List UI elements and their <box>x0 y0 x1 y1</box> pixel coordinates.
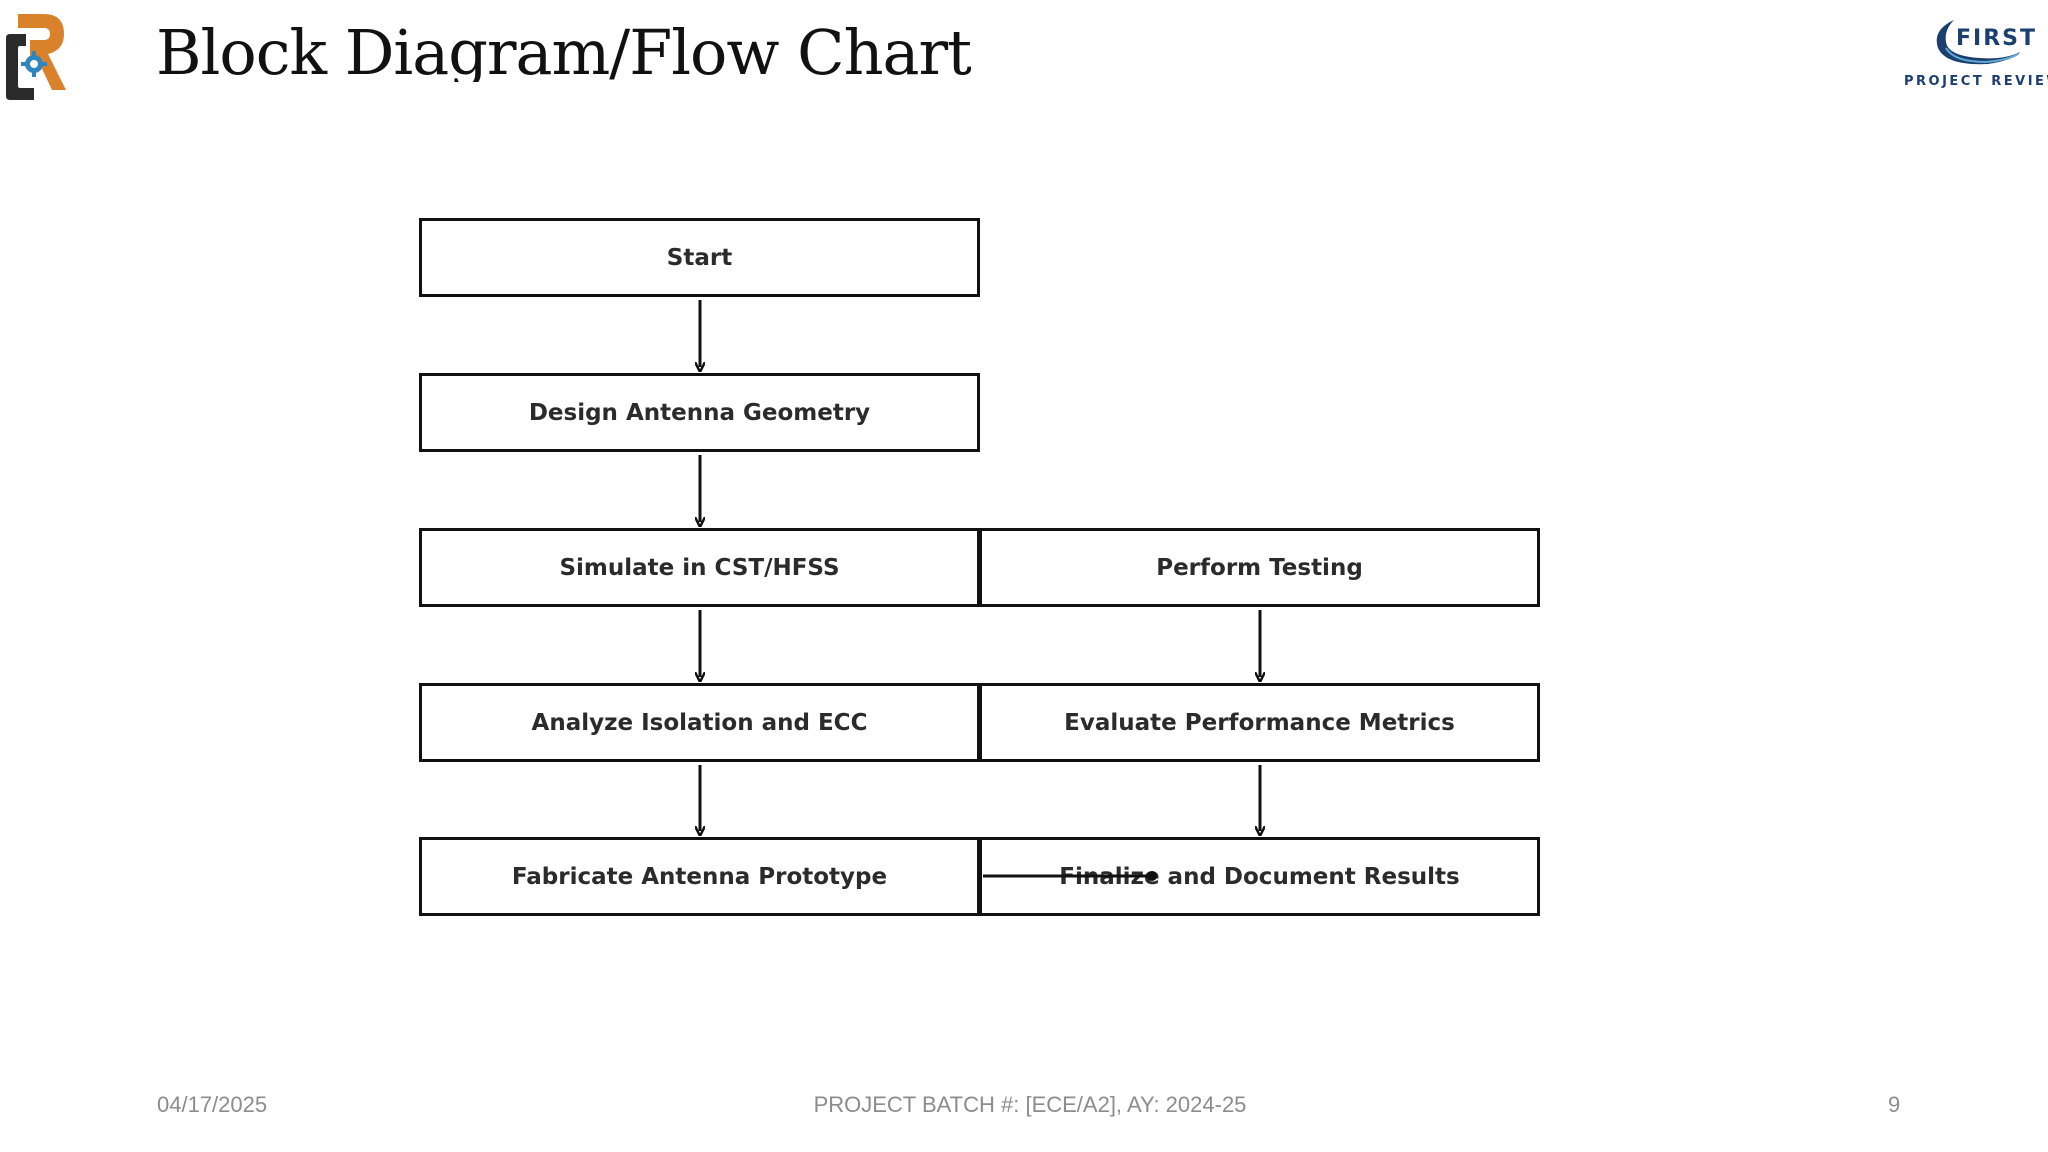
footer-date: 04/17/2025 <box>157 1092 268 1117</box>
footer-page-number: 9 <box>1888 1092 1901 1117</box>
logo-tagline-text: PROJECT REVIEW <box>1904 74 2048 89</box>
flow-node-analyze: Analyze Isolation and ECC <box>419 683 980 762</box>
flow-node-finalize: Finalize and Document Results <box>979 837 1540 916</box>
logo-brand-text: FIRST <box>1956 26 2038 51</box>
flow-node-start: Start <box>419 218 980 297</box>
flow-node-fabricate: Fabricate Antenna Prototype <box>419 837 980 916</box>
flow-node-evaluate: Evaluate Performance Metrics <box>979 683 1540 762</box>
flow-node-design: Design Antenna Geometry <box>419 373 980 452</box>
swoosh-icon <box>1936 20 2020 65</box>
slide-title: Block Diagram/Flow Chart <box>156 16 972 82</box>
flow-node-testing: Perform Testing <box>979 528 1540 607</box>
rk-gear-logo-icon <box>0 4 72 100</box>
flow-node-simulate: Simulate in CST/HFSS <box>419 528 980 607</box>
footer-batch: PROJECT BATCH #: [ECE/A2], AY: 2024-25 <box>813 1092 1247 1117</box>
first-project-review-logo: FIRST PROJECT REVIEW <box>1898 12 2048 96</box>
